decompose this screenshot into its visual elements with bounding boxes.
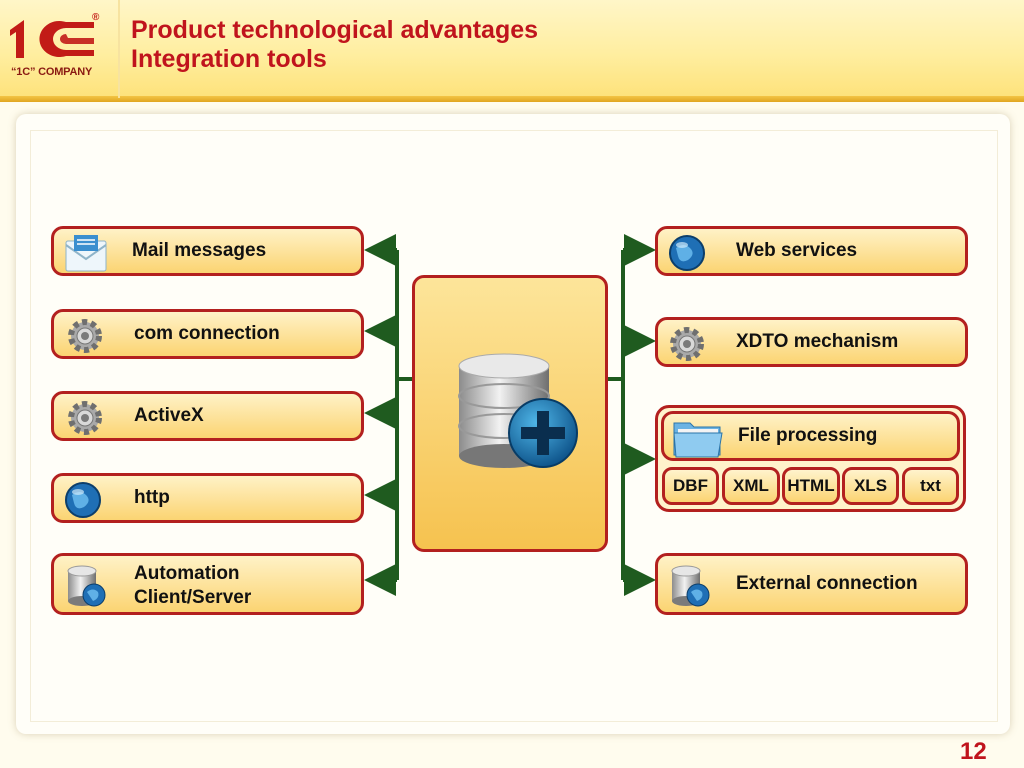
label-com-connection: com connection <box>134 323 280 344</box>
logo-registered-mark: ® <box>92 12 100 23</box>
page-number: 12 <box>960 738 987 765</box>
format-chip-txt: txt <box>902 467 959 505</box>
central-database-box <box>412 275 608 552</box>
format-chip-html: HTML <box>782 467 840 505</box>
label-automation-line2: Client/Server <box>134 587 252 608</box>
label-automation-line1: Automation <box>134 563 240 584</box>
folder-icon <box>673 422 723 458</box>
gear-icon <box>68 319 102 353</box>
format-chip-xml: XML <box>722 467 780 505</box>
company-logo: ® “1C” COMPANY <box>0 0 118 98</box>
globe-icon <box>669 235 705 271</box>
panel-inner-frame <box>30 130 998 722</box>
title-line-2: Integration tools <box>131 45 327 73</box>
database-plus-icon <box>458 353 578 468</box>
logo-mark-icon <box>10 20 94 58</box>
gear-icon <box>68 401 102 435</box>
box-activex: ActiveX <box>51 391 364 441</box>
format-chip-dbf: DBF <box>662 467 719 505</box>
gear-icon <box>670 327 704 361</box>
label-external-connection: External connection <box>736 573 918 594</box>
slide-title: Product technological advantages Integra… <box>131 16 538 74</box>
label-http: http <box>134 487 170 508</box>
label-file-processing: File processing <box>738 425 878 446</box>
box-file-processing: File processing <box>661 411 960 461</box>
logo-company-name: “1C” COMPANY <box>11 66 93 78</box>
globe-icon <box>65 482 101 518</box>
box-com-connection: com connection <box>51 309 364 359</box>
header-band <box>0 0 1024 98</box>
format-chip-xls: XLS <box>842 467 899 505</box>
label-xdto-mechanism: XDTO mechanism <box>736 331 899 352</box>
label-activex: ActiveX <box>134 405 204 426</box>
label-mail-messages: Mail messages <box>132 240 267 261</box>
database-globe-icon <box>671 565 710 607</box>
box-web-services: Web services <box>655 226 968 276</box>
box-xdto-mechanism: XDTO mechanism <box>655 317 968 367</box>
title-line-1: Product technological advantages <box>131 16 539 44</box>
label-automation: Automation Client/Server <box>134 562 251 610</box>
box-http: http <box>51 473 364 523</box>
box-automation: Automation Client/Server <box>51 553 364 615</box>
envelope-icon <box>65 235 107 272</box>
box-mail-messages: Mail messages <box>51 226 364 276</box>
box-external-connection: External connection <box>655 553 968 615</box>
label-web-services: Web services <box>736 240 858 261</box>
logo-separator <box>118 0 120 98</box>
database-globe-icon <box>67 565 106 607</box>
header-divider <box>0 96 1024 102</box>
